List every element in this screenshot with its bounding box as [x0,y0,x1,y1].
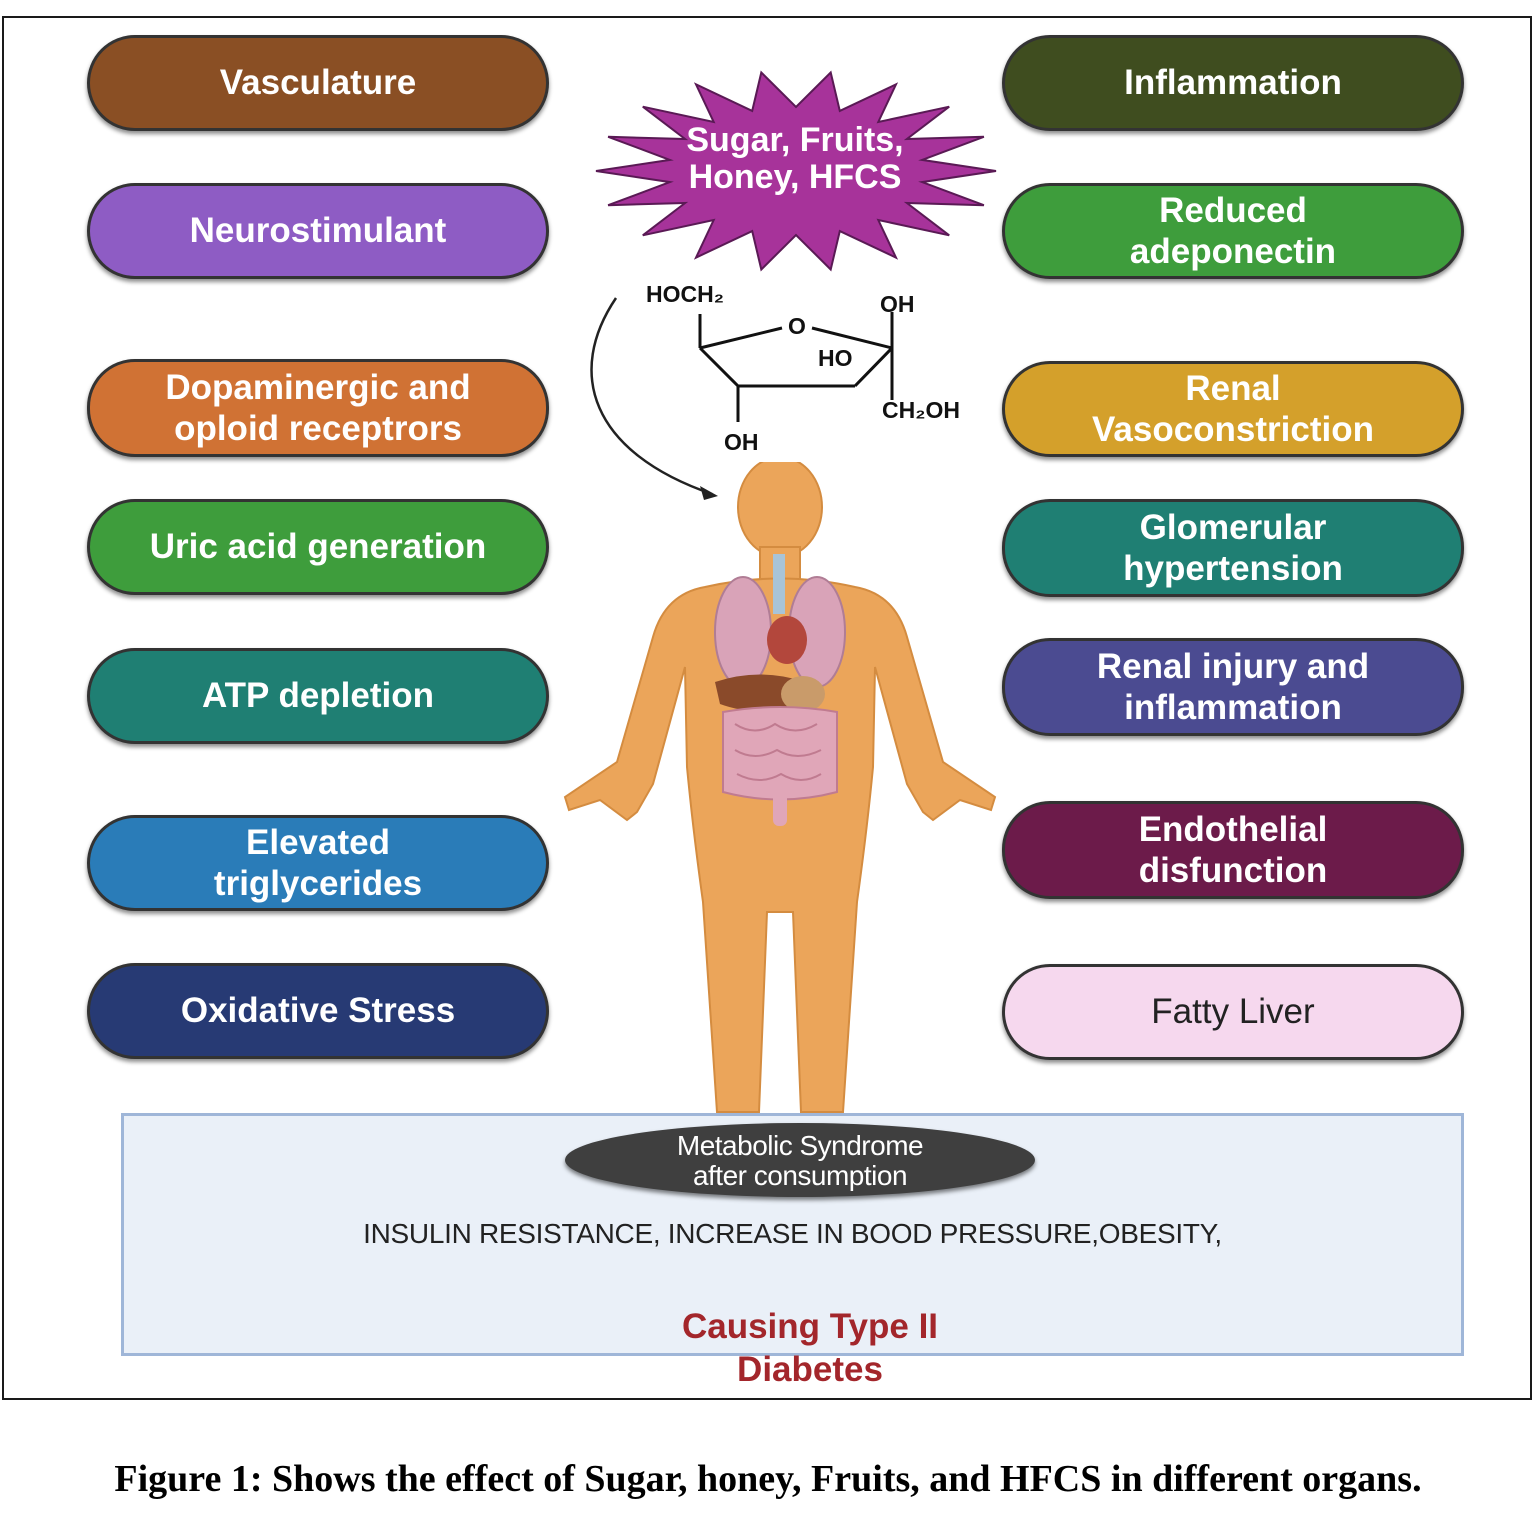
effect-renal-vasoconstriction: Renal Vasoconstriction [1002,361,1464,457]
effect-atp-depletion: ATP depletion [87,648,549,744]
ch2oh-label: CH₂OH [882,397,960,423]
effect-glomerular-hypertension: Glomerular hypertension [1002,499,1464,597]
metabolic-effects-text: INSULIN RESISTANCE, INCREASE IN BOOD PRE… [363,1218,1222,1249]
effect-label: Uric acid generation [149,527,487,567]
effect-label: Fatty Liver [1151,992,1315,1032]
oh-bottom-label: OH [724,429,759,455]
effect-label: Neurostimulant [189,211,447,251]
effect-label: Dopaminergic and oploid receptrors [165,367,471,448]
effect-label: Oxidative Stress [180,991,456,1031]
arrow-head-icon [700,486,718,500]
effect-label: Inflammation [1124,63,1342,103]
fructose-structure: HOCH₂ OH O HO CH₂OH OH [590,282,960,500]
metabolic-syndrome-label: Metabolic Syndrome after consumption [676,1130,924,1192]
effect-neurostimulant: Neurostimulant [87,183,549,279]
arrow-curve [590,297,713,496]
effect-elevated-triglycerides: Elevated triglycerides [87,815,549,911]
effect-vasculature: Vasculature [87,35,549,131]
human-body-figure [563,462,997,1113]
metabolic-syndrome-ellipse [565,1123,1035,1197]
hoch2-label: HOCH₂ [646,282,724,307]
effect-dopaminergic-receptors: Dopaminergic and oploid receptrors [87,359,549,457]
source-starburst [595,70,997,272]
effect-label: Vasculature [219,63,417,103]
effect-label: Endothelial disfunction [1138,809,1328,890]
effect-label: Elevated triglycerides [213,822,423,903]
organs-icon [714,554,846,826]
effect-fatty-liver: Fatty Liver [1002,964,1464,1060]
effect-inflammation: Inflammation [1002,35,1464,131]
effect-label: Renal injury and inflammation [1096,646,1370,727]
effect-label: Renal Vasoconstriction [1091,368,1375,449]
diabetes-outcome-text: Causing Type II Diabetes [681,1307,939,1389]
ho-label: HO [818,345,853,371]
effect-uric-acid: Uric acid generation [87,499,549,595]
ring-oxygen-label: O [788,313,806,339]
figure-caption: Figure 1: Shows the effect of Sugar, hon… [114,1458,1422,1500]
effect-renal-injury: Renal injury and inflammation [1002,638,1464,736]
effect-label: Reduced adeponectin [1129,190,1337,271]
oh-top-label: OH [880,291,915,317]
effect-label: Glomerular hypertension [1123,507,1343,588]
source-label: Sugar, Fruits, Honey, HFCS [686,121,904,196]
effect-oxidative-stress: Oxidative Stress [87,963,549,1059]
effect-endothelial-dysfunction: Endothelial disfunction [1002,801,1464,899]
effect-label: ATP depletion [201,676,435,716]
effect-reduced-adiponectin: Reduced adeponectin [1002,183,1464,279]
